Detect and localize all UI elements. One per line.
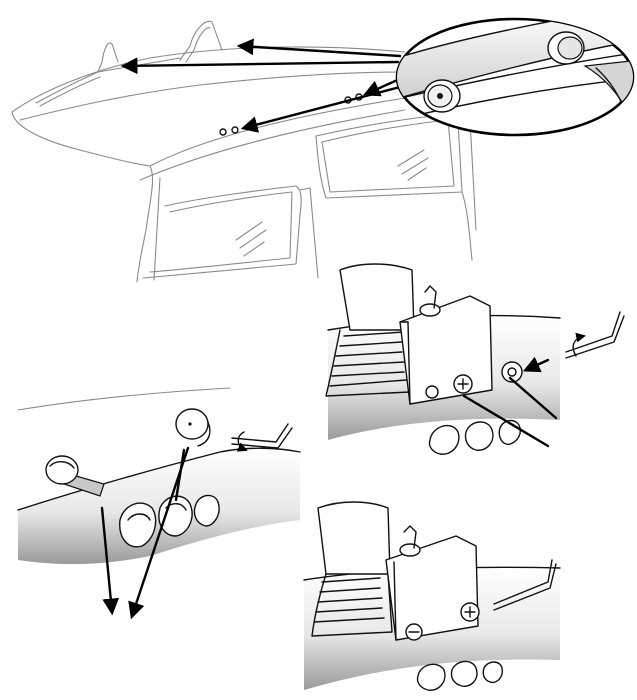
allen-key-icon (493, 559, 557, 611)
roof-mount-hole (219, 128, 227, 136)
rotate-arrow-icon (572, 332, 586, 357)
rubber-boot (311, 501, 393, 637)
allen-key-icon (231, 423, 293, 449)
pointer-line (462, 394, 550, 448)
rotate-arrow-icon (236, 431, 248, 452)
bolt-insertion-panel (17, 387, 301, 620)
roof-bolt-icon (501, 361, 523, 383)
pointer-arrow-icon (100, 506, 120, 616)
roof-bolt-icon (175, 408, 211, 447)
allen-key-icon (565, 311, 625, 359)
pointer-arrow-icon (522, 356, 550, 373)
rubber-boot (325, 263, 415, 397)
roof-mount-hole (231, 126, 239, 134)
pointer-line (508, 376, 558, 420)
rail-detail-zoom (395, 17, 635, 137)
pointer-arrow-icon (240, 84, 406, 133)
foot-bracket-panel-bottom (303, 501, 561, 691)
pointer-arrow-icon (236, 38, 402, 58)
pointer-arrow-icon (174, 448, 186, 502)
pointer-arrow-icon (120, 57, 400, 75)
foot-bracket-panel-top (325, 263, 625, 455)
roof-bolt-icon (45, 455, 105, 497)
